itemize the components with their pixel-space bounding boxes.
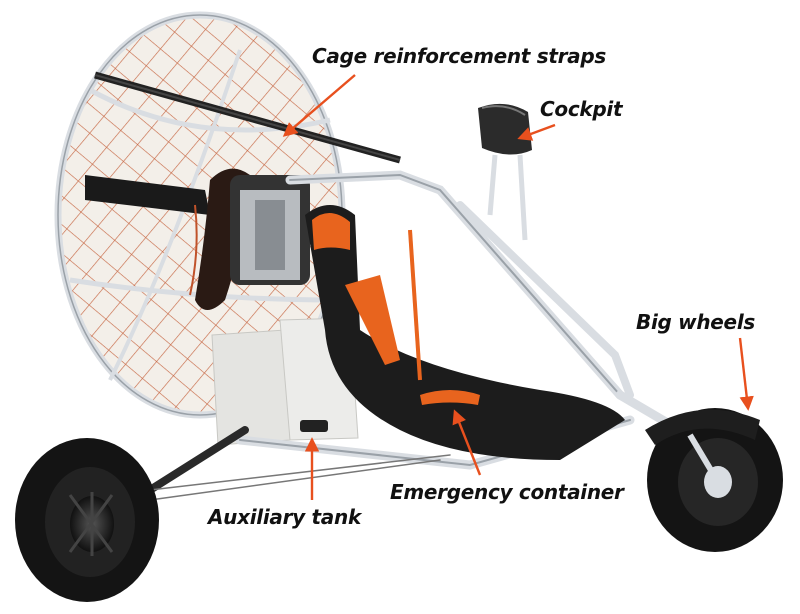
arrow-cockpit	[517, 123, 556, 141]
arrow-wheels	[738, 337, 754, 411]
rear-left-wheel	[15, 438, 159, 602]
front-wheel	[645, 408, 783, 552]
reinforcement-strap	[94, 71, 401, 164]
label-auxiliary-tank: Auxiliary tank	[208, 505, 361, 529]
arrows	[282, 74, 754, 500]
label-big-wheels: Big wheels	[636, 310, 755, 334]
seat	[305, 205, 625, 460]
arrow-emergency	[452, 409, 482, 476]
label-cockpit: Cockpit	[540, 97, 623, 121]
label-emergency-container: Emergency container	[390, 480, 624, 504]
cockpit-pod	[478, 103, 532, 241]
arrow-cage	[282, 74, 356, 137]
auxiliary-tank-shape	[211, 317, 359, 446]
label-cage-reinforcement-straps: Cage reinforcement straps	[312, 44, 606, 68]
engine	[230, 175, 310, 285]
